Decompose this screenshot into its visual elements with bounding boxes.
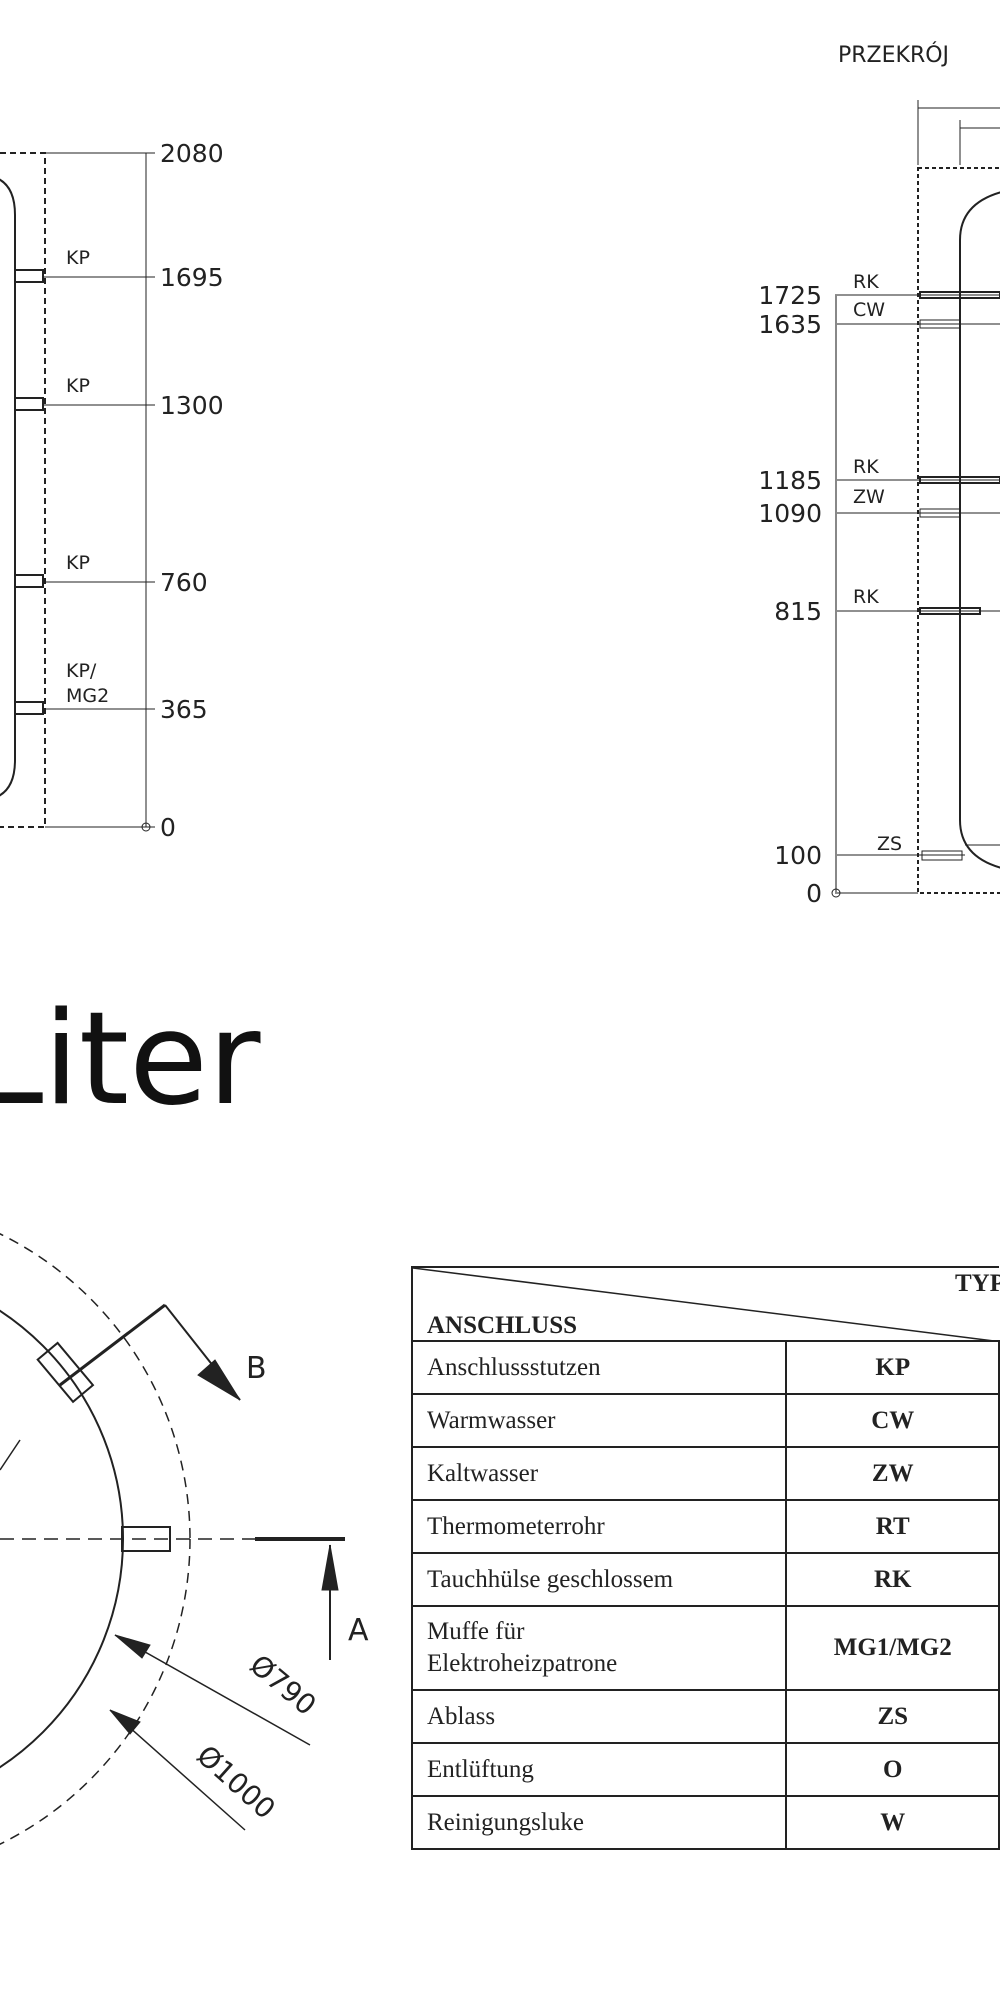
- connection-code: MG1/MG2: [785, 1605, 1000, 1691]
- connection-name: Anschlussstutzen: [410, 1340, 788, 1395]
- header-anschluss: ANSCHLUSS: [427, 1312, 578, 1339]
- capacity-heading: Liter: [0, 985, 261, 1134]
- label-kp: KP/: [66, 660, 97, 682]
- label-rk: RK: [853, 586, 879, 608]
- label-zw: ZW: [853, 486, 885, 508]
- connection-name: Muffe für Elektroheizpatrone: [410, 1605, 788, 1691]
- label-kp: KP: [66, 552, 90, 574]
- connection-code: KP: [785, 1340, 1000, 1395]
- section-title: PRZEKRÓJ: [838, 42, 949, 68]
- connection-code: RK: [785, 1552, 1000, 1607]
- dim-1695: 1695: [160, 263, 224, 292]
- connection-code: RT: [785, 1499, 1000, 1554]
- connection-code: O: [785, 1742, 1000, 1797]
- dim-365: 365: [160, 695, 208, 724]
- dim-1300: 1300: [160, 391, 224, 420]
- label-kp: KP: [66, 247, 90, 269]
- dim-1635: 1635: [758, 310, 822, 339]
- dim-1725: 1725: [758, 281, 822, 310]
- label-mg2: MG2: [66, 685, 109, 707]
- connection-code: ZS: [785, 1689, 1000, 1744]
- connection-name: Tauchhülse geschlossem: [410, 1552, 788, 1607]
- table-header-row: ANSCHLUSS TYP: [411, 1266, 1000, 1342]
- connection-code: W: [785, 1795, 1000, 1850]
- right-section-drawing: [831, 100, 1000, 898]
- diameter-1000: Ø1000: [190, 1739, 281, 1826]
- dim-1090: 1090: [758, 499, 822, 528]
- section-marker-b: B: [246, 1351, 267, 1386]
- dim-0: 0: [160, 813, 176, 842]
- label-kp: KP: [66, 375, 90, 397]
- section-marker-a: A: [348, 1613, 369, 1648]
- header-typ: TYP: [955, 1270, 1000, 1297]
- dim-0: 0: [806, 879, 822, 908]
- connection-name: Kaltwasser: [410, 1446, 788, 1501]
- connection-name: Thermometerrohr: [410, 1499, 788, 1554]
- connection-name: Ablass: [410, 1689, 788, 1744]
- diameter-790: Ø790: [244, 1648, 323, 1722]
- connection-code: ZW: [785, 1446, 1000, 1501]
- connection-name: Warmwasser: [410, 1393, 788, 1448]
- label-rk: RK: [853, 456, 879, 478]
- dim-2080: 2080: [160, 139, 224, 168]
- top-view-drawing: [0, 1233, 345, 1845]
- label-rk: RK: [853, 271, 879, 293]
- label-zs: ZS: [877, 833, 902, 855]
- label-cw: CW: [853, 299, 885, 321]
- connection-name: Reinigungsluke: [410, 1795, 788, 1850]
- left-elevation-drawing: [0, 152, 155, 832]
- dim-815: 815: [774, 597, 822, 626]
- dim-100: 100: [774, 841, 822, 870]
- dim-760: 760: [160, 568, 208, 597]
- connection-name: Entlüftung: [410, 1742, 788, 1797]
- connection-code: CW: [785, 1393, 1000, 1448]
- dim-1185: 1185: [758, 466, 822, 495]
